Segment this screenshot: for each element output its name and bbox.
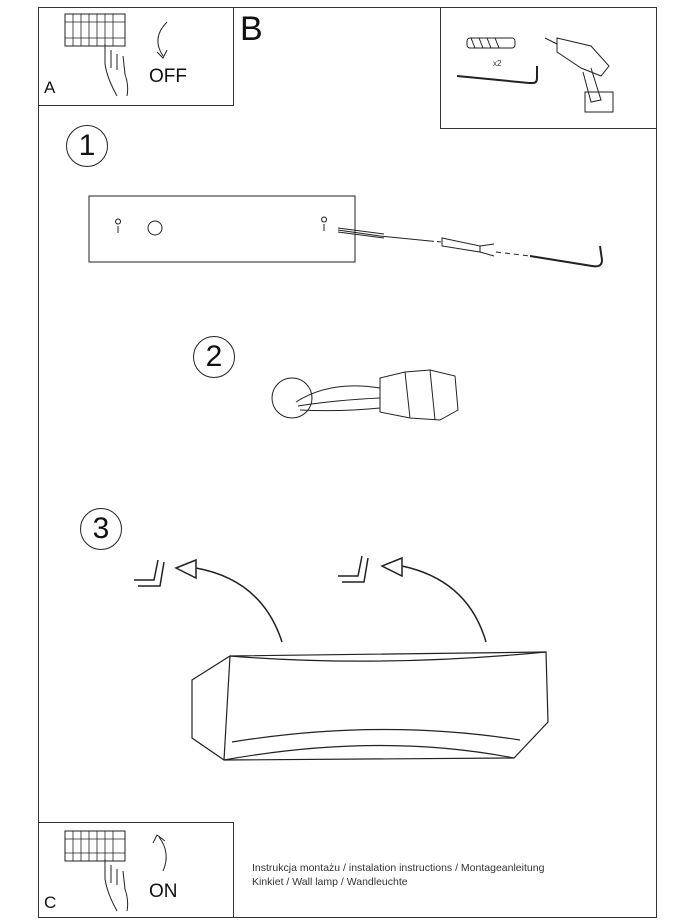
panel-a-off-label: OFF xyxy=(149,66,187,87)
arrow-left-icon xyxy=(174,558,283,643)
caption-title: Instrukcja montażu / instalation instruc… xyxy=(252,862,545,874)
panel-b-letter: B xyxy=(240,10,263,48)
plug-quantity: x2 xyxy=(493,59,502,68)
panel-c-letter: C xyxy=(44,893,57,912)
instruction-sheet-frame xyxy=(38,7,657,918)
arrow-right-icon xyxy=(380,556,487,643)
hook-left-icon xyxy=(134,559,165,587)
breaker-switch-icon xyxy=(64,13,168,97)
drill-icon xyxy=(544,37,614,113)
wall-plug-icon xyxy=(466,37,516,49)
hook-screw-icon xyxy=(456,66,538,84)
step-1-badge: 1 xyxy=(66,125,108,167)
panel-c-power-on: C ON xyxy=(38,822,234,918)
caption-product: Kinkiet / Wall lamp / Wandleuchte xyxy=(252,876,408,888)
panel-c-on-label: ON xyxy=(149,881,178,902)
wall-lamp-fixture xyxy=(191,651,549,761)
hook-right-icon xyxy=(338,555,369,583)
panel-a-letter: A xyxy=(44,78,56,97)
panel-b-tools: x2 xyxy=(440,7,657,129)
drill-bit-icon xyxy=(337,227,604,268)
step-3-badge: 3 xyxy=(80,508,122,550)
mounting-plate xyxy=(88,195,356,263)
step-2-badge: 2 xyxy=(193,336,235,378)
wiring-terminal-icon xyxy=(271,369,459,421)
breaker-switch-icon xyxy=(64,830,167,912)
panel-a-power-off: A OFF xyxy=(38,7,234,106)
